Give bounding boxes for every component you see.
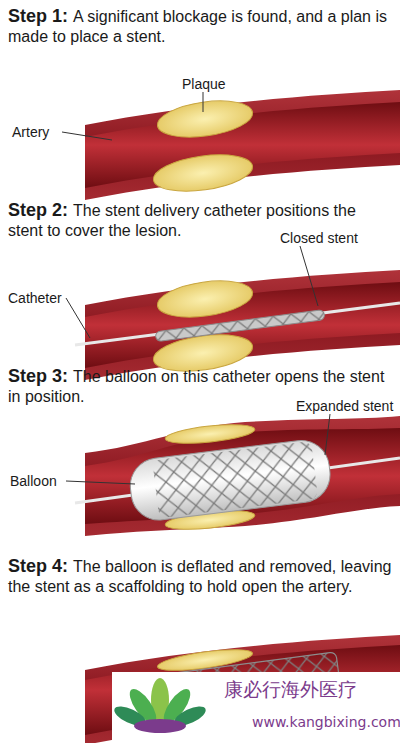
artery-1 — [85, 90, 400, 200]
step-text: Step 1:A significant blockage is found, … — [8, 6, 393, 47]
part-label: Catheter — [8, 290, 62, 306]
leader-line — [300, 246, 318, 306]
artery-4 — [85, 635, 400, 743]
part-label: Artery — [12, 124, 49, 140]
step-heading: Step 1: — [8, 6, 68, 26]
leader-line — [66, 298, 90, 338]
step-heading: Step 3: — [8, 366, 68, 386]
leader-line — [66, 481, 135, 484]
watermark-url: www.kangbixing.com — [252, 714, 400, 730]
part-label: Balloon — [10, 473, 57, 489]
part-label: Expanded stent — [296, 398, 393, 414]
watermark-text: 康必行海外医疗 — [224, 678, 357, 700]
leader-line — [62, 132, 112, 140]
watermark-panel — [112, 672, 400, 743]
leader-line — [203, 92, 204, 112]
artery-2 — [75, 270, 400, 380]
step-heading: Step 2: — [8, 200, 68, 220]
step-heading: Step 4: — [8, 556, 68, 576]
part-label: Closed stent — [280, 230, 358, 246]
step-text: Step 4:The balloon is deflated and remov… — [8, 556, 396, 597]
part-label: Plaque — [182, 76, 226, 92]
leader-line — [325, 414, 330, 455]
artery-3 — [75, 416, 400, 536]
